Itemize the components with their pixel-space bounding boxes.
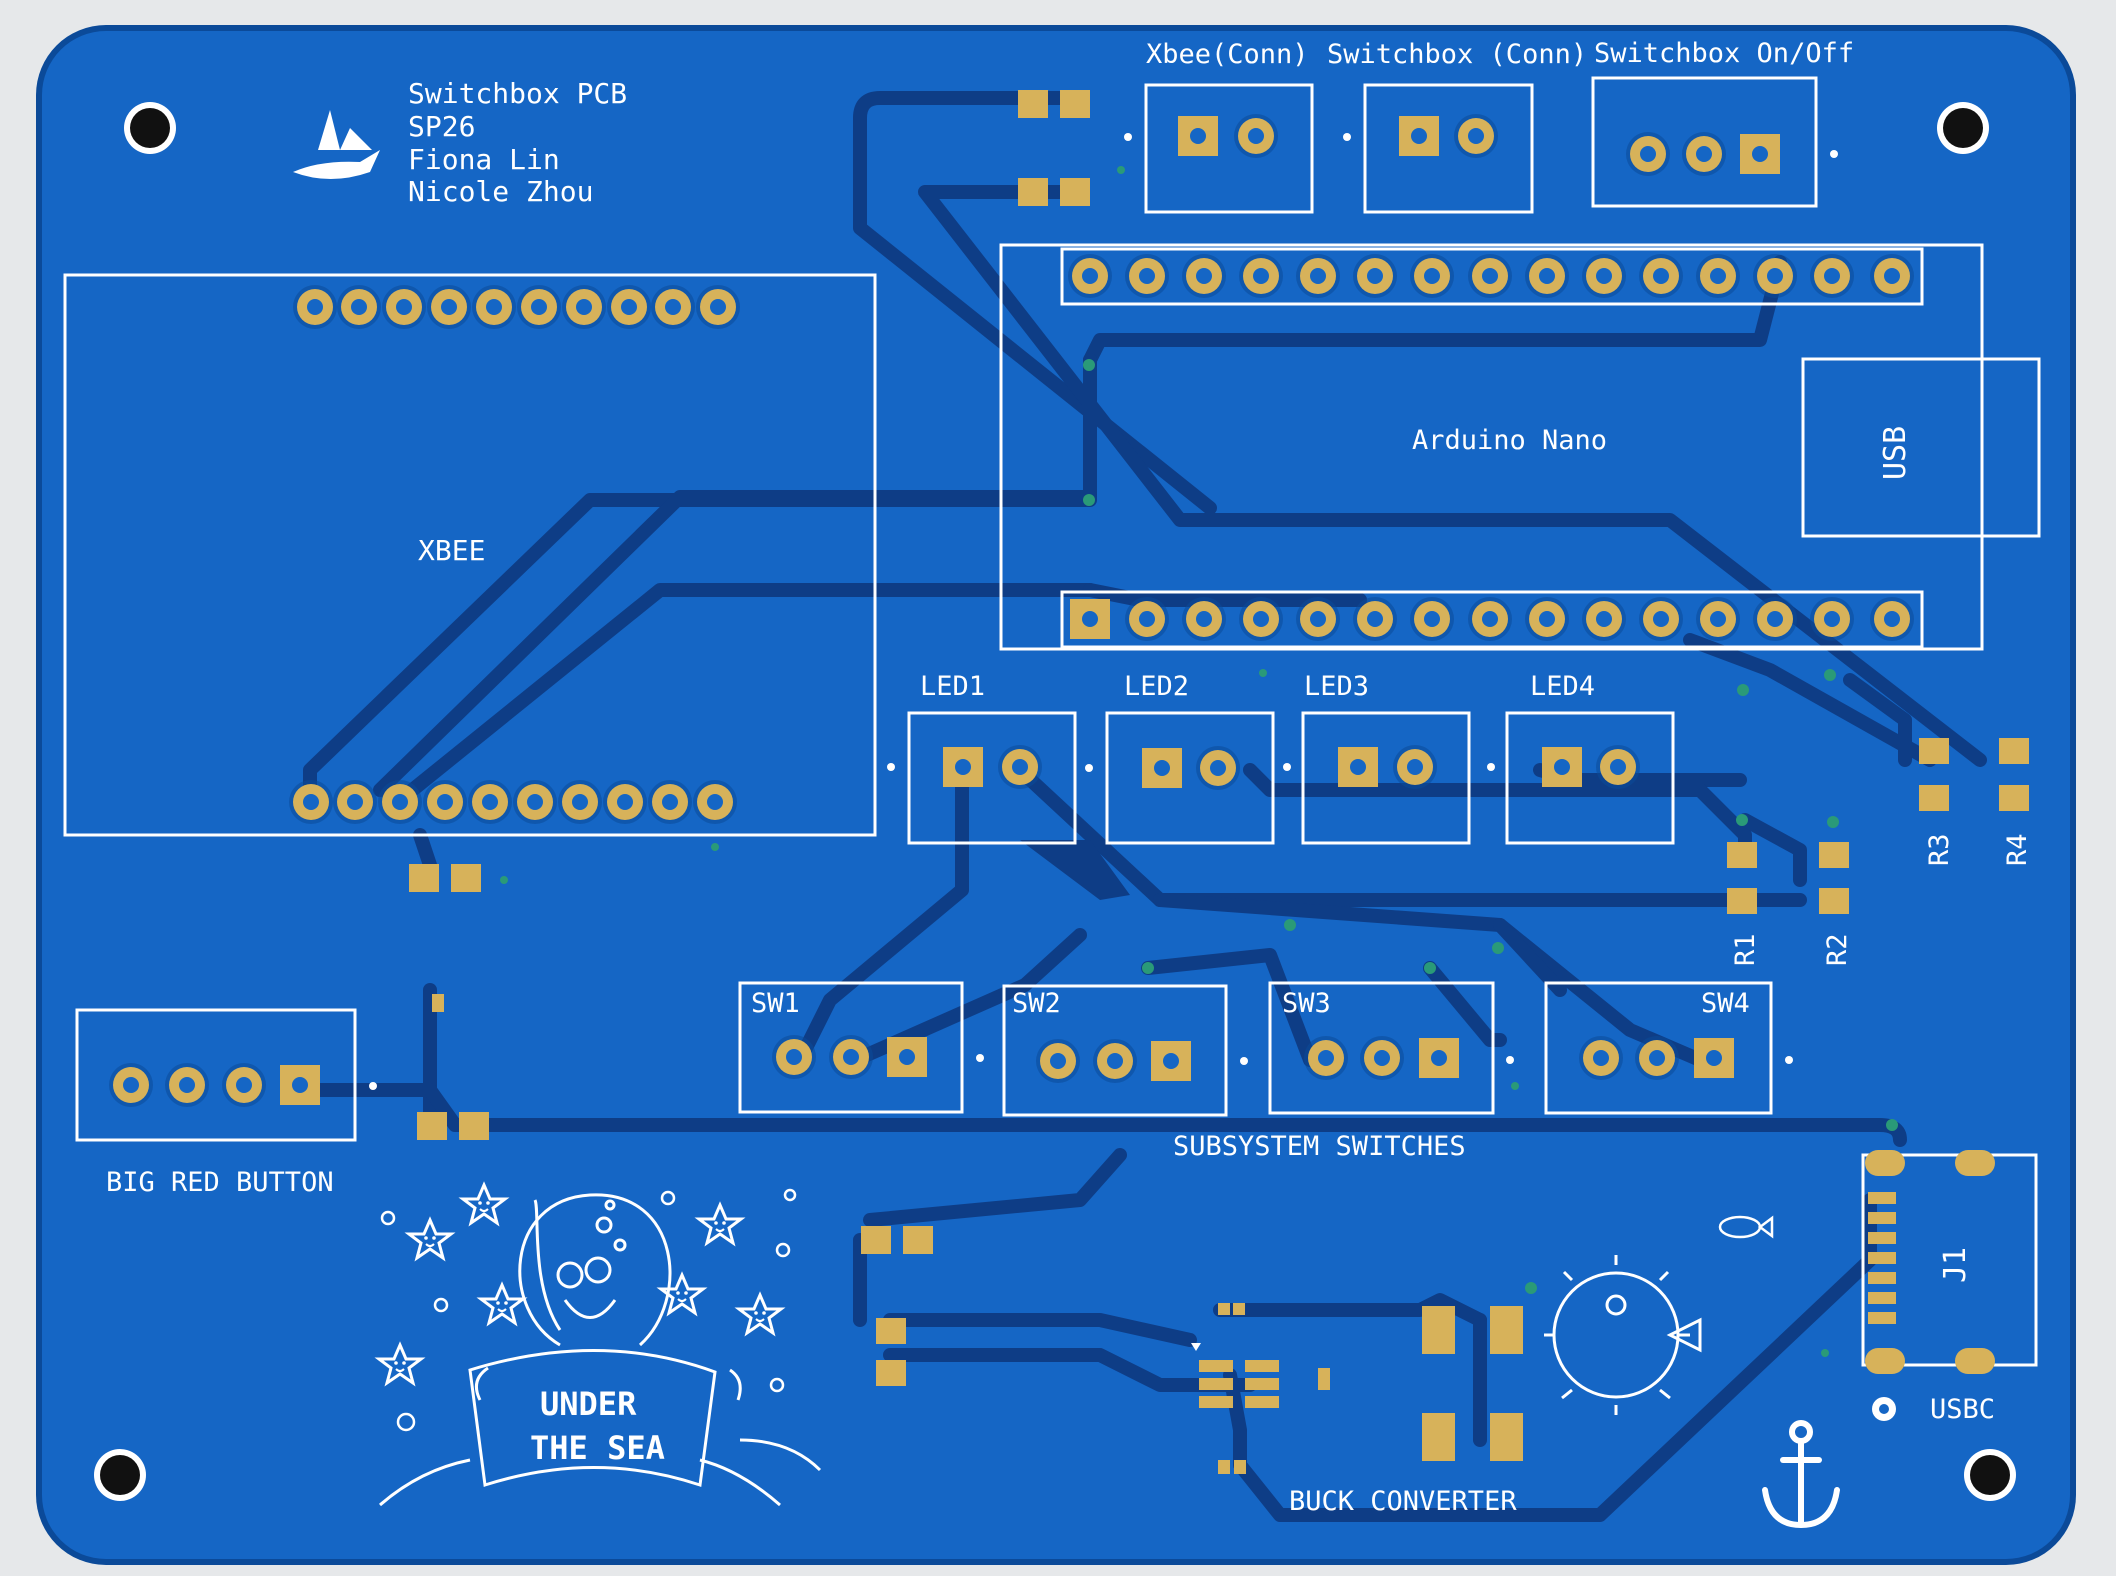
led3-pad — [1393, 745, 1437, 789]
big-red-button-pad — [222, 1063, 266, 1107]
sw1-outline — [738, 981, 964, 1114]
switchbox-onoff-label: Switchbox On/Off — [1594, 38, 1854, 69]
sw1-pad — [772, 1035, 816, 1079]
big-red-button-pad — [280, 1065, 320, 1105]
arduino-header-bottom — [1070, 597, 1914, 641]
bubbles — [380, 1188, 797, 1432]
led4-outline — [1505, 711, 1675, 845]
switchbox-conn-outline — [1363, 83, 1534, 214]
sw3-pad — [1304, 1036, 1348, 1080]
resistor-r3 — [1919, 738, 1949, 811]
smd-component — [417, 994, 489, 1140]
buck-converter-label: BUCK CONVERTER — [1289, 1486, 1517, 1517]
logo-boat-icon — [293, 110, 380, 179]
sw4-label: SW4 — [1701, 988, 1750, 1019]
title-line-4: Nicole Zhou — [408, 175, 593, 208]
subsystem-switches-label: SUBSYSTEM SWITCHES — [1173, 1131, 1466, 1162]
led2-pad — [1196, 746, 1240, 790]
switchbox-onoff-pad — [1626, 132, 1670, 176]
led1-pad — [943, 747, 983, 787]
xbee-conn-label: Xbee(Conn) — [1146, 39, 1309, 70]
sw2-pad — [1036, 1039, 1080, 1083]
title-line-3: Fiona Lin — [408, 143, 560, 176]
r3-label: R3 — [1924, 833, 1955, 866]
usbc-label: USBC — [1930, 1394, 1995, 1425]
usb-label: USB — [1878, 426, 1913, 480]
sw3-pad — [1360, 1036, 1404, 1080]
sw3-label: SW3 — [1282, 988, 1331, 1019]
sw4-pad — [1635, 1036, 1679, 1080]
usb-outline — [1801, 357, 2041, 538]
sw4-pad — [1579, 1036, 1623, 1080]
buck-converter — [861, 1226, 1523, 1474]
resistor-r4 — [1999, 738, 2029, 811]
led2-outline — [1105, 711, 1275, 845]
r1-label: R1 — [1730, 933, 1761, 966]
pufferfish-icon — [1544, 1255, 1702, 1415]
sw3-pad — [1419, 1038, 1459, 1078]
title-line-1: Switchbox PCB — [408, 77, 627, 110]
title-line-2: SP26 — [408, 110, 475, 143]
sw4-outline — [1544, 981, 1773, 1115]
led4-pad — [1596, 745, 1640, 789]
led2-pad — [1142, 748, 1182, 788]
xbee-conn-outline — [1144, 83, 1314, 214]
sw4-pad — [1694, 1038, 1734, 1078]
arduino-header-top — [1068, 254, 1914, 298]
xbee-outline — [63, 273, 877, 837]
xbee-conn-pad — [1178, 116, 1218, 156]
sw2-label: SW2 — [1012, 988, 1061, 1019]
resistor-r2 — [1819, 842, 1849, 914]
big-red-button-pad — [109, 1063, 153, 1107]
mounting-hole-icon — [1937, 102, 1989, 154]
small-fish-icon — [1718, 1215, 1774, 1239]
artwork-line-1: UNDER — [540, 1385, 637, 1423]
under-the-sea-banner: UNDER THE SEA — [468, 1349, 717, 1487]
sw2-pad — [1151, 1041, 1191, 1081]
usbc-connector — [1861, 1150, 2038, 1374]
sw2-outline — [1002, 984, 1228, 1117]
led3-outline — [1301, 711, 1471, 845]
led1-outline — [907, 711, 1077, 845]
switchbox-onoff-pad — [1740, 134, 1780, 174]
xbee-conn-pad — [1234, 114, 1278, 158]
led3-label: LED3 — [1304, 671, 1369, 702]
sw3-outline — [1268, 981, 1495, 1115]
led4-pad — [1542, 747, 1582, 787]
sw1-pad — [829, 1035, 873, 1079]
switchbox-conn-pad — [1399, 116, 1439, 156]
r2-label: R2 — [1822, 933, 1853, 966]
j1-label: J1 — [1938, 1247, 1973, 1283]
big-red-button-pad — [165, 1063, 209, 1107]
sw2-pad — [1093, 1039, 1137, 1083]
sw1-pad — [887, 1037, 927, 1077]
artwork-line-2: THE SEA — [530, 1429, 665, 1467]
switchbox-conn-pad — [1454, 114, 1498, 158]
switchbox-conn-label: Switchbox (Conn) — [1327, 39, 1587, 70]
vias — [500, 166, 1898, 1357]
mounting-hole-icon — [1964, 1449, 2016, 1501]
anchor-icon — [1762, 1420, 1840, 1529]
switchbox-onoff-outline — [1591, 76, 1818, 208]
arduino-label: Arduino Nano — [1412, 425, 1607, 456]
led1-label: LED1 — [920, 671, 985, 702]
resistor-r1 — [1727, 842, 1757, 914]
r4-label: R4 — [2002, 833, 2033, 866]
arduino-outline — [999, 243, 1984, 651]
mounting-hole-icon — [124, 102, 176, 154]
sw1-label: SW1 — [751, 988, 800, 1019]
led3-pad — [1338, 747, 1378, 787]
led2-label: LED2 — [1124, 671, 1189, 702]
led1-pad — [998, 745, 1042, 789]
led4-label: LED4 — [1530, 671, 1595, 702]
octopus-icon — [379, 1193, 822, 1507]
xbee-label: XBEE — [418, 534, 485, 567]
big-red-button-outline — [75, 1008, 357, 1142]
switchbox-onoff-pad — [1682, 132, 1726, 176]
mounting-hole-icon — [94, 1449, 146, 1501]
big-red-button-label: BIG RED BUTTON — [106, 1167, 334, 1198]
